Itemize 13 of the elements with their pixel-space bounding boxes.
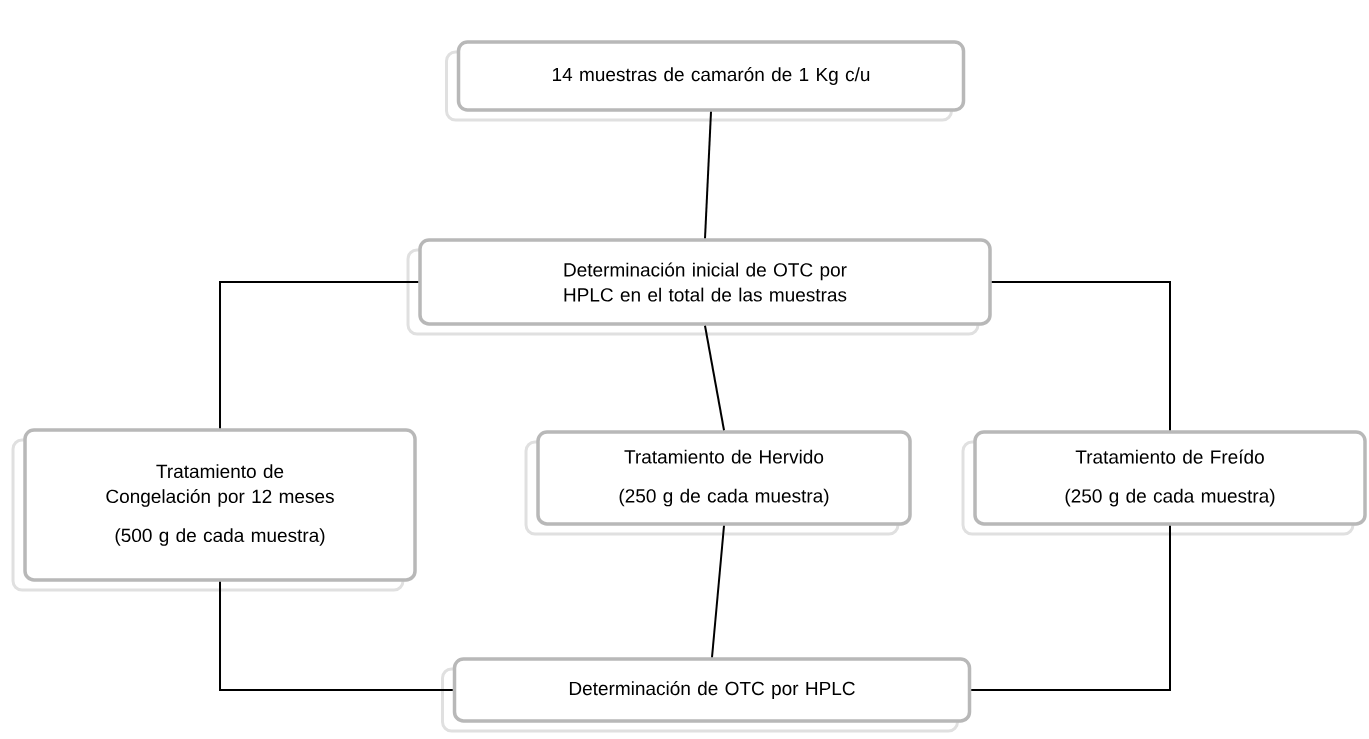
process-box: Tratamiento de Congelación por 12 meses (500 g de cada muestra): [11, 428, 417, 592]
connector-line: [970, 524, 1171, 691]
connector-line: [219, 281, 420, 430]
connector-line: [704, 110, 712, 240]
connector-line: [219, 580, 454, 691]
process-box: Determinación inicial de OTC por HPLC en el total de las muestras: [406, 238, 992, 336]
process-box: Tratamiento de Hervido (250 g de cada muestra): [524, 430, 912, 536]
process-box: Tratamiento de Freído (250 g de cada muestra): [961, 430, 1367, 536]
connector-line: [990, 281, 1171, 432]
process-box: Determinación de OTC por HPLC: [441, 657, 972, 733]
connector-line: [711, 524, 725, 659]
process-box: 14 muestras de camarón de 1 Kg c/u: [445, 40, 966, 122]
connector-line: [704, 324, 725, 432]
